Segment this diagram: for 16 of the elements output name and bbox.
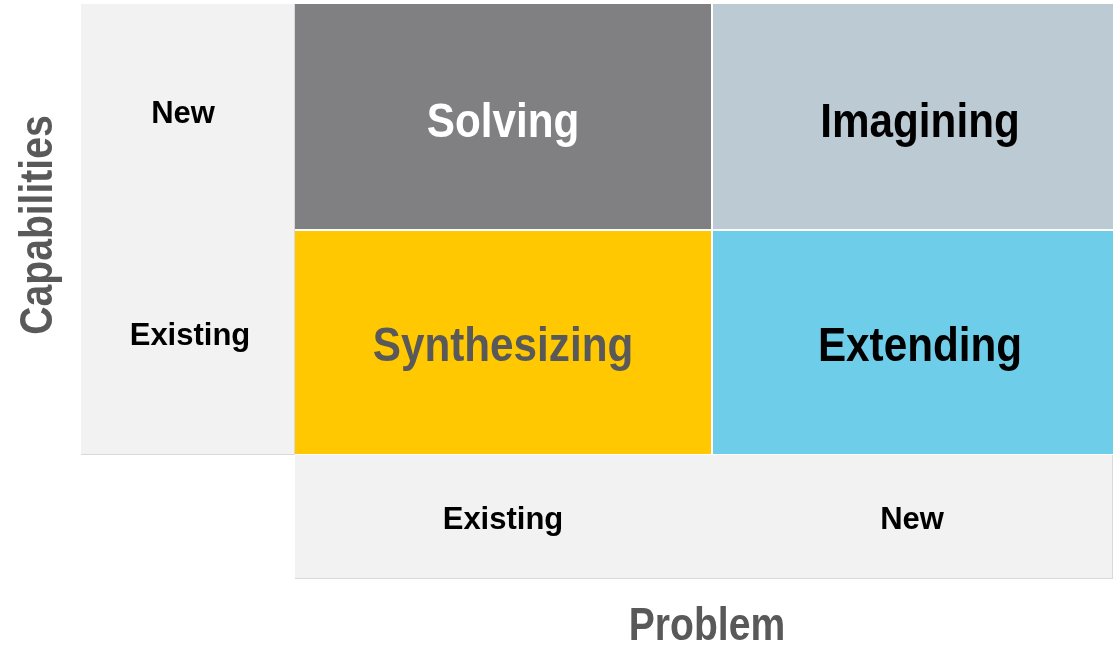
quadrant-label: Extending [817, 316, 1023, 372]
quadrant [295, 229, 711, 454]
axis-value: Existing [442, 501, 564, 537]
axis-value: New [880, 501, 944, 537]
axis-value: Existing [129, 317, 251, 353]
quadrant [295, 4, 711, 229]
quadrant [711, 229, 1113, 454]
axis-band [295, 455, 1113, 579]
axis-band [81, 4, 295, 455]
axis-value: New [151, 95, 215, 131]
axis-title: Problem [628, 597, 786, 646]
axis-title: Capabilities [9, 115, 63, 335]
quadrant-label: Solving [426, 92, 580, 148]
quadrant [711, 4, 1113, 229]
quadrant-label: Imagining [820, 92, 1020, 148]
quadrant-label: Synthesizing [372, 316, 634, 372]
